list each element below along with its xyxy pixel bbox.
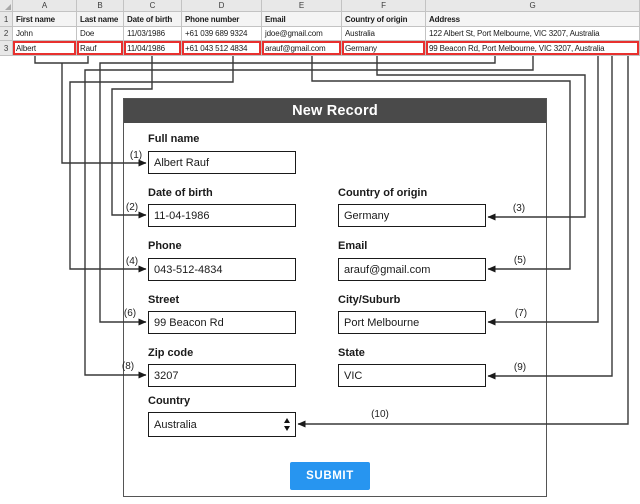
email-label: Email [338,240,368,252]
cell-B2[interactable]: Doe [77,27,124,41]
cell-D3[interactable]: +61 043 512 4834 [182,41,262,56]
col-header-E[interactable]: E [262,0,342,12]
cell-D1[interactable]: Phone number [182,12,262,27]
cell-E1[interactable]: Email [262,12,342,27]
cell-C2[interactable]: 11/03/1986 [124,27,182,41]
row-header-2[interactable]: 2 [0,27,13,41]
select-all-corner[interactable] [0,0,13,12]
phone-input[interactable]: 043-512-4834 [148,258,296,281]
street-value: 99 Beacon Rd [154,316,224,329]
state-input[interactable]: VIC [338,364,486,387]
date-of-birth-input[interactable]: 11-04-1986 [148,204,296,227]
col-header-F[interactable]: F [342,0,426,12]
row-header-3[interactable]: 3 [0,41,13,56]
cell-E2[interactable]: jdoe@gmail.com [262,27,342,41]
email-value: arauf@gmail.com [344,263,431,276]
col-header-D[interactable]: D [182,0,262,12]
cell-D2[interactable]: +61 039 689 9324 [182,27,262,41]
form-title: New Record [124,99,546,123]
col-header-C[interactable]: C [124,0,182,12]
state-label: State [338,347,365,359]
zip-code-input[interactable]: 3207 [148,364,296,387]
zip-code-label: Zip code [148,347,194,359]
submit-button[interactable]: SUBMIT [290,462,370,490]
full-name-value: Albert Rauf [154,156,210,169]
street-label: Street [148,294,180,306]
cell-E3[interactable]: arauf@gmail.com [262,41,342,56]
col-header-B[interactable]: B [77,0,124,12]
country-of-origin-input[interactable]: Germany [338,204,486,227]
connector-1-bracket [34,56,89,64]
cell-B1[interactable]: Last name [77,12,124,27]
city-suburb-input[interactable]: Port Melbourne [338,311,486,334]
phone-label: Phone [148,240,182,252]
cell-F1[interactable]: Country of origin [342,12,426,27]
cell-F2[interactable]: Australia [342,27,426,41]
cell-G1[interactable]: Address [426,12,640,27]
date-of-birth-value: 11-04-1986 [154,209,210,222]
country-of-origin-label: Country of origin [338,187,428,199]
city-suburb-label: City/Suburb [338,294,401,306]
full-name-input[interactable]: Albert Rauf [148,151,296,174]
spinner-up-icon[interactable] [284,418,290,423]
country-of-origin-value: Germany [344,209,390,222]
cell-C3[interactable]: 11/04/1986 [124,41,182,56]
street-input[interactable]: 99 Beacon Rd [148,311,296,334]
country-spinner[interactable] [284,413,290,436]
phone-value: 043-512-4834 [154,263,223,276]
col-header-A[interactable]: A [13,0,77,12]
cell-C1[interactable]: Date of birth [124,12,182,27]
cell-B3[interactable]: Rauf [77,41,124,56]
email-input[interactable]: arauf@gmail.com [338,258,486,281]
full-name-label: Full name [148,133,200,145]
spinner-down-icon[interactable] [284,426,290,431]
city-suburb-value: Port Melbourne [344,316,420,329]
country-select[interactable]: Australia [148,412,296,437]
zip-code-value: 3207 [154,369,179,382]
spreadsheet: A B C D E F G 1 First name Last name Dat… [0,0,640,56]
cell-F3[interactable]: Germany [342,41,426,56]
country-label: Country [148,395,191,407]
cell-A1[interactable]: First name [13,12,77,27]
country-value: Australia [154,418,197,431]
cell-A3[interactable]: Albert [13,41,77,56]
cell-G3[interactable]: 99 Beacon Rd, Port Melbourne, VIC 3207, … [426,41,640,56]
cell-A2[interactable]: John [13,27,77,41]
cell-G2[interactable]: 122 Albert St, Port Melbourne, VIC 3207,… [426,27,640,41]
date-of-birth-label: Date of birth [148,187,213,199]
state-value: VIC [344,369,363,382]
row-header-1[interactable]: 1 [0,12,13,27]
col-header-G[interactable]: G [426,0,640,12]
